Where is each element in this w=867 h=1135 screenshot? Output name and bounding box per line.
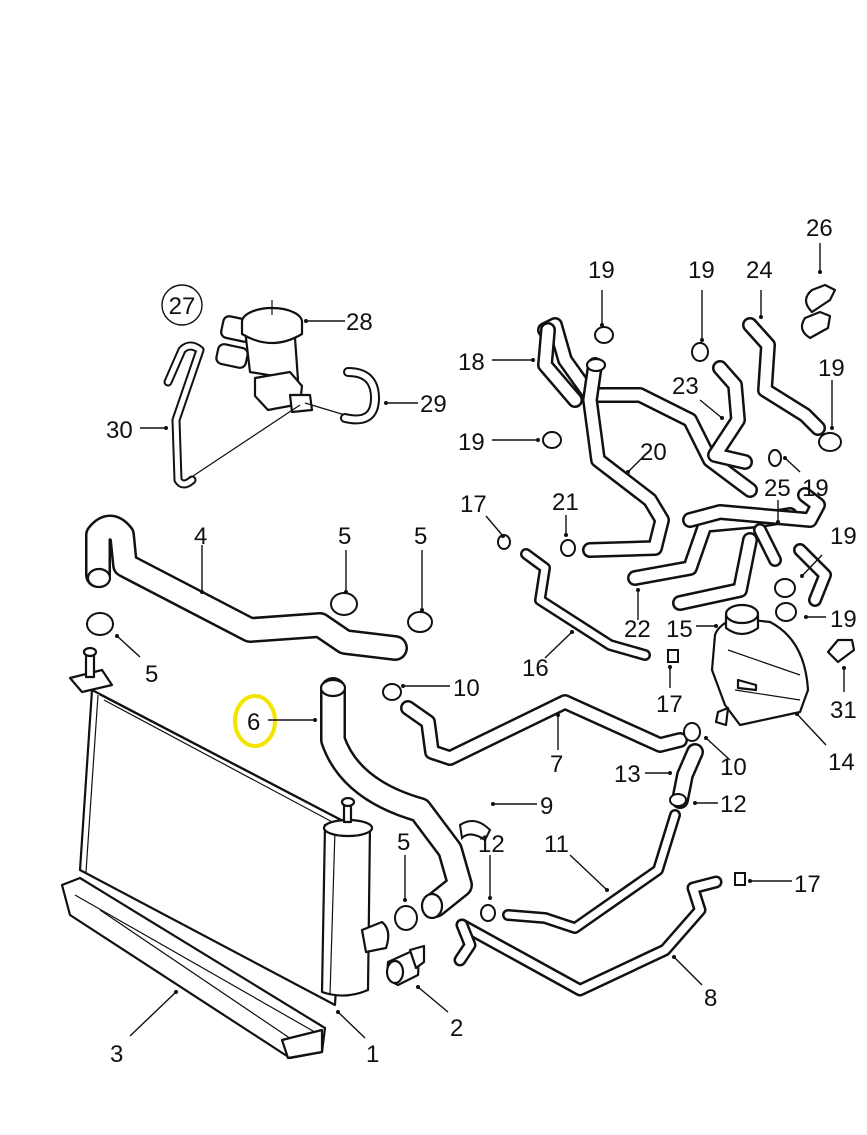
callout-11: 11 xyxy=(544,831,569,858)
connector-31[interactable] xyxy=(826,638,856,664)
clamp-19d[interactable] xyxy=(818,432,842,452)
group-27-circle xyxy=(161,284,203,326)
clamps xyxy=(86,326,842,931)
clamp-10b[interactable] xyxy=(683,722,701,742)
heater-hose-18[interactable] xyxy=(537,317,758,498)
callout-19f: 19 xyxy=(830,523,857,550)
callout-9: 9 xyxy=(540,793,553,820)
callout-2: 2 xyxy=(450,1015,463,1042)
upper-radiator-hose-4[interactable] xyxy=(85,514,408,661)
callout-23: 23 xyxy=(672,373,699,400)
bracket-clip-26[interactable] xyxy=(800,283,837,340)
callout-5d: 5 xyxy=(397,829,410,856)
clamp-19c[interactable] xyxy=(542,431,562,449)
callout-13: 13 xyxy=(614,761,641,788)
callout-16: 16 xyxy=(522,655,549,682)
callout-30: 30 xyxy=(106,417,133,444)
callout-18: 18 xyxy=(458,349,485,376)
hose-13[interactable] xyxy=(671,743,704,809)
drain-plug-2[interactable] xyxy=(385,944,426,987)
lower-radiator-hose-6[interactable] xyxy=(319,677,473,920)
clamp-19f[interactable] xyxy=(774,578,796,598)
clamp-12a[interactable] xyxy=(480,904,496,922)
callout-5b: 5 xyxy=(414,523,427,550)
hose-11[interactable] xyxy=(502,809,681,934)
callout-10a: 10 xyxy=(453,675,480,702)
clip-17b[interactable] xyxy=(667,649,679,663)
callout-19e: 19 xyxy=(802,475,829,502)
callout-28: 28 xyxy=(346,309,373,336)
clamp-9[interactable] xyxy=(458,820,492,842)
hose-assembly-25[interactable] xyxy=(682,487,832,607)
callout-14: 14 xyxy=(828,749,855,776)
callout-20: 20 xyxy=(640,439,667,466)
callout-17c: 17 xyxy=(794,871,821,898)
callout-10b: 10 xyxy=(720,754,747,781)
hose-7[interactable] xyxy=(400,694,688,766)
callout-26-label: 26 xyxy=(806,215,833,242)
callout-19b: 19 xyxy=(688,257,715,284)
solenoid-valve-28[interactable] xyxy=(215,300,314,414)
callout-19c: 19 xyxy=(458,429,485,456)
clamp-21[interactable] xyxy=(560,539,576,557)
callout-12a: 12 xyxy=(478,831,505,858)
vacuum-hose-30[interactable] xyxy=(163,341,205,489)
callout-19g: 19 xyxy=(830,606,857,633)
callout-19a: 19 xyxy=(588,257,615,284)
callout-31: 31 xyxy=(830,697,857,724)
hose-23[interactable] xyxy=(707,360,753,470)
group-27-label: 27 xyxy=(169,293,196,320)
expansion-tank-14[interactable] xyxy=(710,616,810,727)
heater-hose-20[interactable] xyxy=(582,357,670,558)
hose-8[interactable] xyxy=(453,875,723,997)
clamp-5c[interactable] xyxy=(407,611,433,633)
callout-6: 6 xyxy=(247,709,260,736)
clamp-19b[interactable] xyxy=(691,342,709,362)
clamp-19g[interactable] xyxy=(775,602,797,622)
callout-25: 25 xyxy=(764,475,791,502)
callout-19d: 19 xyxy=(818,355,845,382)
clamp-12b[interactable] xyxy=(669,793,687,807)
bleed-hose-16[interactable] xyxy=(520,548,651,661)
callout-17a: 17 xyxy=(460,491,487,518)
hose-24[interactable] xyxy=(742,317,826,436)
callout-5a: 5 xyxy=(338,523,351,550)
callout-17b: 17 xyxy=(656,691,683,718)
callout-29: 29 xyxy=(420,391,447,418)
clamp-5b[interactable] xyxy=(330,592,358,616)
callout-24: 24 xyxy=(746,257,773,284)
clamp-5a[interactable] xyxy=(86,612,114,636)
clamp-19e[interactable] xyxy=(768,449,782,467)
callout-21: 21 xyxy=(552,489,579,516)
leader-lines xyxy=(115,243,846,1039)
radiator-1[interactable] xyxy=(68,646,390,1007)
clamp-19a[interactable] xyxy=(594,326,614,344)
valve-assembly-group: 27 28 29 30 xyxy=(106,284,447,489)
radiator-lower-bracket-3[interactable] xyxy=(60,876,327,1060)
clamp-5d[interactable] xyxy=(394,905,418,931)
clip-17c[interactable] xyxy=(734,872,746,886)
callout-3: 3 xyxy=(110,1041,123,1068)
callout-7: 7 xyxy=(550,751,563,778)
callout-4: 4 xyxy=(194,523,207,550)
expansion-tank-cap-15[interactable] xyxy=(724,603,760,636)
callout-8: 8 xyxy=(704,985,717,1012)
callout-15: 15 xyxy=(666,616,693,643)
vacuum-hose-29[interactable] xyxy=(340,367,380,425)
callout-1: 1 xyxy=(366,1041,379,1068)
callout-labels: 1 2 3 4 5 5 5 5 6 7 8 9 10 10 11 12 12 1… xyxy=(110,215,857,1068)
callout-12b: 12 xyxy=(720,791,747,818)
highlight-ring xyxy=(233,694,277,748)
clamp-10a[interactable] xyxy=(382,683,402,701)
callout-22: 22 xyxy=(624,616,651,643)
callout-5c: 5 xyxy=(145,661,158,688)
